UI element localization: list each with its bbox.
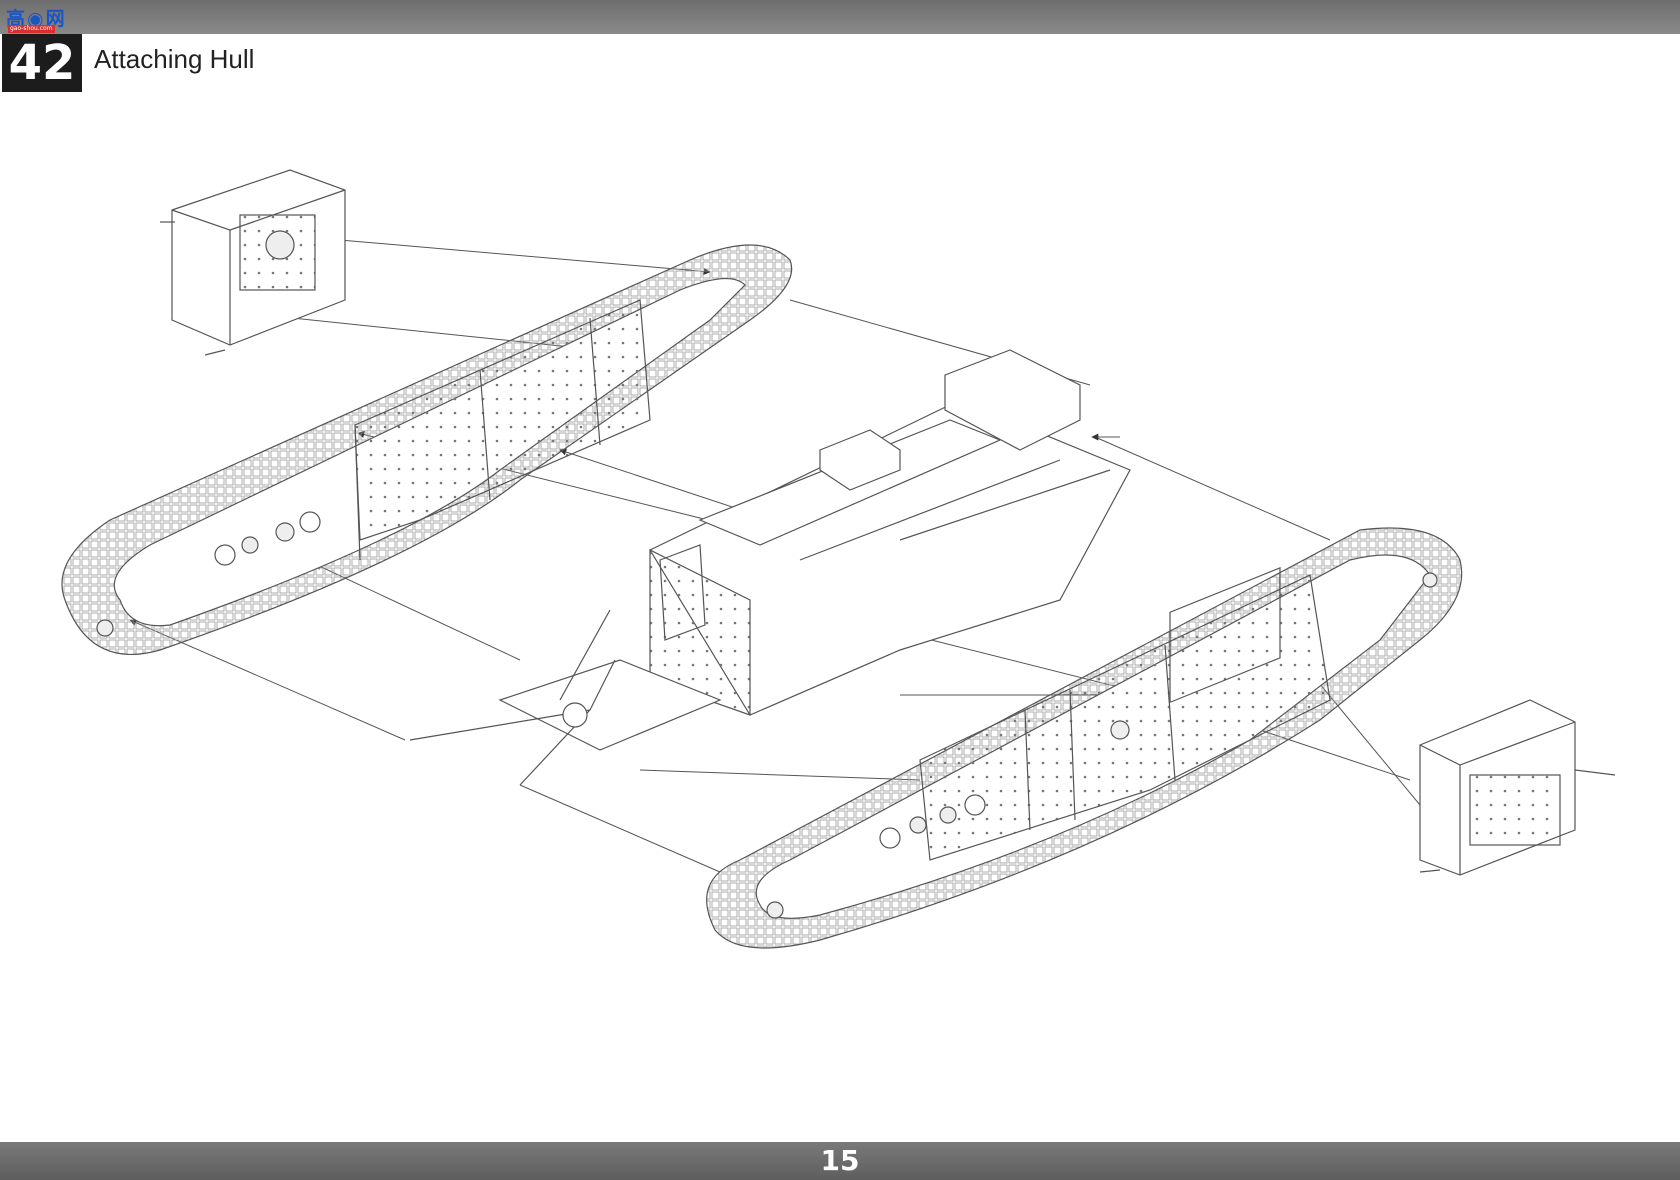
left-gun-box [160, 169, 346, 356]
page-number: 15 [820, 1144, 860, 1177]
central-hull [409, 349, 1131, 786]
watermark-logo: 高◉网 gao-shou.com [6, 4, 78, 34]
bottom-banner [0, 1142, 1680, 1180]
watermark-url: gao-shou.com [8, 25, 55, 33]
step-number: 42 [2, 34, 82, 92]
right-gun-box [1419, 699, 1616, 876]
step-title: Attaching Hull [94, 44, 255, 74]
watermark-title: 高◉网 [6, 8, 67, 30]
top-banner [0, 0, 1680, 34]
right-sponson [706, 527, 1463, 949]
left-sponson [61, 244, 793, 655]
